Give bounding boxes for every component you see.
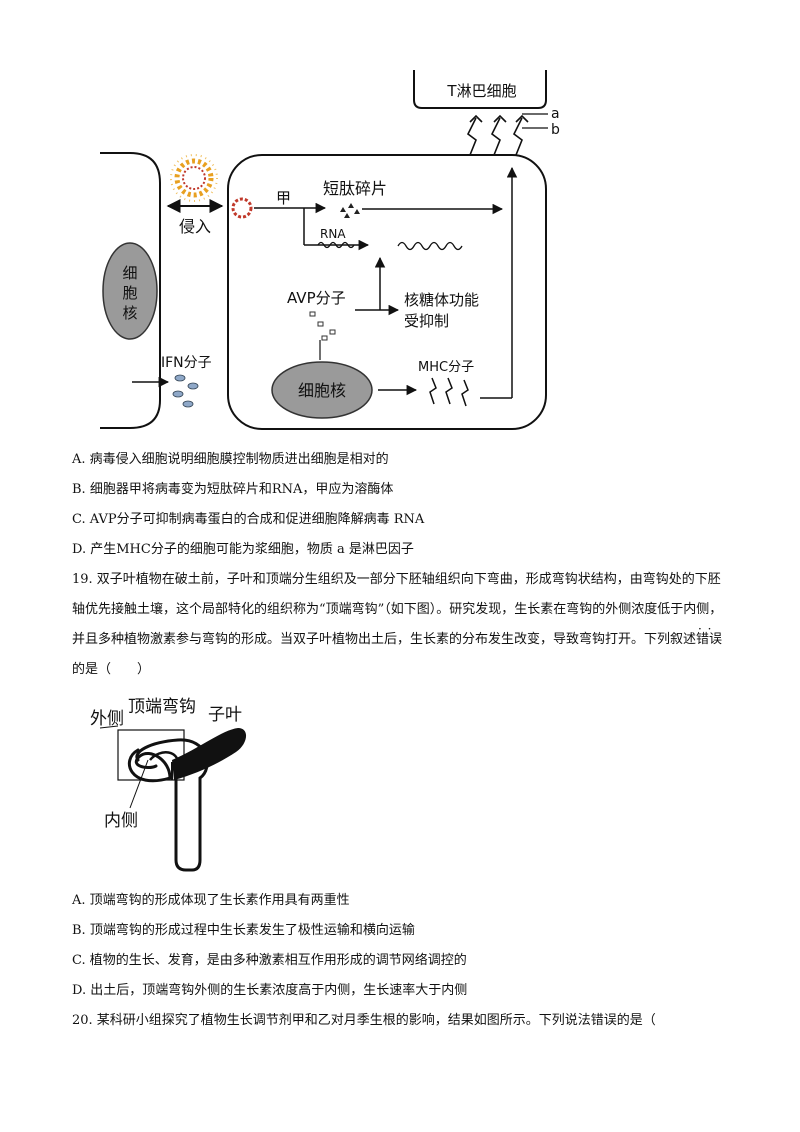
q19-emphasis: 错误 (696, 632, 722, 647)
receptor-group (466, 114, 529, 156)
rna-strand-short (317, 241, 355, 249)
q19-stem-end: 的是（ ） (72, 662, 151, 677)
outer-side-label: 外侧 (90, 709, 124, 729)
q18-option-c: C. AVP分子可抑制病毒蛋白的合成和促进细胞降解病毒 RNA (72, 512, 425, 527)
apical-hook-label: 顶端弯钩 (128, 697, 196, 717)
ribosome-label-line2: 受抑制 (404, 312, 449, 330)
q18-option-b: B. 细胞器甲将病毒变为短肽碎片和RNA，甲应为溶酶体 (72, 482, 394, 497)
invade-label: 侵入 (179, 217, 211, 236)
cotyledon-shape (172, 728, 247, 780)
avp-label: AVP分子 (287, 289, 346, 307)
left-nucleus-char-2: 胞 (122, 284, 137, 302)
organelle-label: 甲 (276, 189, 291, 207)
q19-stem-text: 19. 双子叶植物在破土前，子叶和顶端分生组织及一部分下胚轴组织向下弯曲，形成弯… (72, 572, 723, 647)
mhc-molecules (429, 377, 469, 407)
hook-highlight-box (117, 729, 185, 781)
left-nucleus (102, 242, 158, 340)
q19-option-b: B. 顶端弯钩的形成过程中生长素发生了极性运输和横向运输 (72, 923, 415, 938)
label-a: a (551, 106, 560, 122)
t-cell-label: T淋巴细胞 (446, 82, 516, 100)
right-cell-outline (227, 154, 547, 430)
mhc-label: MHC分子 (418, 360, 474, 375)
ifn-molecules (172, 374, 199, 408)
cotyledon-label: 子叶 (208, 705, 242, 725)
left-cell-outline (100, 152, 161, 429)
inner-side-label: 内侧 (104, 811, 138, 831)
t-cell-outline (413, 70, 547, 109)
internal-virus-icon (231, 197, 253, 219)
avp-molecules (309, 311, 336, 341)
q19-option-c: C. 植物的生长、发育，是由多种激素相互作用形成的调节网络调控的 (72, 953, 467, 968)
rna-label: RNA (320, 227, 346, 241)
q18-option-a: A. 病毒侵入细胞说明细胞膜控制物质进出细胞是相对的 (72, 452, 389, 467)
q18-option-d: D. 产生MHC分子的细胞可能为浆细胞，物质 a 是淋巴因子 (72, 542, 414, 557)
hook-inner-curve (149, 751, 180, 767)
q19-option-d: D. 出土后，顶端弯钩外侧的生长素浓度高于内侧，生长速率大于内侧 (72, 983, 468, 998)
left-nucleus-char-3: 核 (122, 304, 137, 322)
virus-icon (170, 154, 218, 202)
right-nucleus-label: 细胞核 (298, 381, 346, 400)
q19-stem: 19. 双子叶植物在破土前，子叶和顶端分生组织及一部分下胚轴组织向下弯曲，形成弯… (72, 565, 732, 685)
peptide-label: 短肽碎片 (323, 179, 387, 198)
left-nucleus-char-1: 细 (122, 264, 137, 282)
q19-option-a: A. 顶端弯钩的形成体现了生长素作用具有两重性 (72, 893, 350, 908)
q20-stem: 20. 某科研小组探究了植物生长调节剂甲和乙对月季生根的影响，结果如图所示。下列… (72, 1013, 656, 1028)
label-b: b (551, 122, 560, 138)
peptide-fragments (340, 203, 360, 218)
right-nucleus (271, 361, 373, 419)
rna-strand-long (397, 241, 463, 251)
ribosome-label-line1: 核糖体功能 (404, 291, 479, 309)
virus-infection-diagram: T淋巴细胞 a b 细 胞 核 侵入 IFN分子 甲 短肽碎片 (100, 70, 560, 430)
ifn-label: IFN分子 (161, 355, 212, 371)
hypocotyl-outline (127, 738, 209, 872)
